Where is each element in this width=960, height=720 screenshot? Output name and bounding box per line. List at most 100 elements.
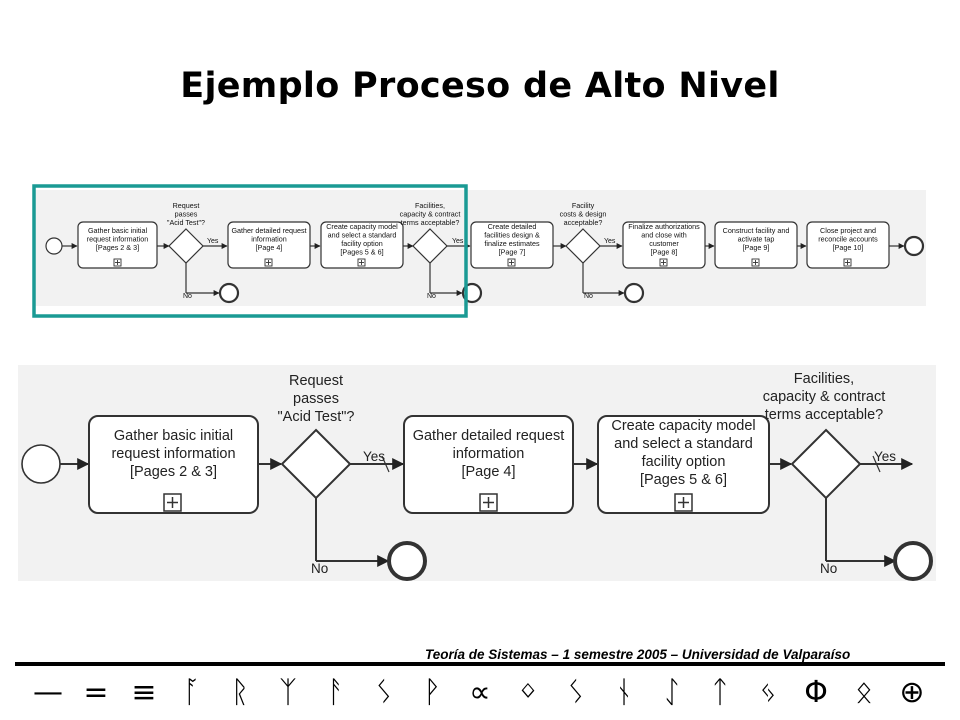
overview-no-label-2: No — [427, 293, 436, 300]
label-line: [Page 9] — [743, 243, 770, 252]
label-line: terms acceptable? — [401, 218, 460, 227]
detail-gateway-dg2-label: Facilities, capacity & contract terms acce… — [763, 371, 886, 423]
decorative-glyph: ᛜ — [519, 675, 537, 710]
label-line: [Pages 5 & 6] — [640, 472, 727, 488]
label-line: Request — [289, 373, 343, 389]
decorative-glyph: ᛇ — [663, 675, 681, 710]
zoom-highlight-frame — [32, 184, 468, 318]
label-line: Finalize authorizations — [628, 222, 700, 231]
label-line: [Pages 2 & 3] — [96, 243, 139, 252]
decorative-glyph: ᚨ — [327, 675, 345, 710]
label-line: and select a standard — [328, 231, 397, 240]
overview-end-event-1 — [218, 282, 240, 304]
detail-start-event — [21, 444, 61, 484]
label-line: [Pages 2 & 3] — [130, 464, 217, 480]
label-line: Gather detailed request — [413, 428, 565, 444]
decorative-glyph: ᚹ — [423, 675, 441, 710]
decorative-glyph: ᛊ — [375, 675, 393, 710]
overview-end-event-3 — [623, 282, 645, 304]
label-line: [Pages 5 & 6] — [340, 248, 383, 257]
decorative-glyph: Φ — [804, 675, 828, 710]
label-line: Create detailed — [488, 222, 537, 231]
label-line: [Page 10] — [833, 243, 864, 252]
label-line: Create capacity model — [326, 222, 398, 231]
overview-task-t6 — [714, 221, 798, 269]
overview-task-t7 — [806, 221, 890, 269]
label-line: Facilities, — [415, 201, 445, 210]
label-line: Close project and — [820, 226, 876, 235]
decorative-glyph: = — [83, 675, 108, 710]
label-line: facilities design & — [484, 231, 540, 240]
label-line: [Page 4] — [461, 464, 515, 480]
label-line: "Acid Test"? — [167, 218, 205, 227]
label-line: finalize estimates — [484, 239, 540, 248]
detail-yes-label-1: Yes — [363, 449, 385, 464]
footer-credit: Teoría de Sistemas – 1 semestre 2005 – U… — [425, 647, 851, 662]
decorative-glyph: ᛊ — [567, 675, 585, 710]
overview-task-t4 — [470, 221, 554, 269]
label-line: "Acid Test"? — [278, 409, 355, 425]
label-line: [Page 7] — [499, 248, 526, 257]
decorative-glyph: ⊕ — [899, 675, 924, 710]
decorative-glyph: ᛃ — [759, 675, 777, 710]
detail-gateway-dg1-label: Request passes "Acid Test"? — [278, 373, 355, 425]
overview-end-event-4 — [903, 235, 925, 257]
detail-end-event-2 — [893, 541, 933, 581]
overview-task-t1 — [77, 221, 158, 269]
detail-end-event-1 — [387, 541, 427, 581]
decorative-glyph: ∝ — [469, 675, 490, 710]
page-title: Ejemplo Proceso de Alto Nivel — [180, 66, 780, 106]
decorative-glyph: ᛏ — [711, 675, 729, 710]
label-line: passes — [293, 391, 339, 407]
label-line: terms acceptable? — [765, 407, 883, 423]
footer-rule — [15, 662, 945, 666]
label-line: Construct facility and — [723, 226, 790, 235]
overview-yes-label-1: Yes — [207, 238, 219, 245]
overview-no-label-3: No — [584, 293, 593, 300]
overview-diagram — [45, 221, 925, 304]
label-line: Request — [173, 201, 200, 210]
decorative-glyph: ≡ — [131, 675, 156, 710]
label-line: acceptable? — [564, 218, 603, 227]
detail-yes-label-2: Yes — [874, 449, 896, 464]
detail-no-label-1: No — [311, 561, 328, 576]
overview-start-event — [45, 237, 63, 255]
label-line: Gather basic initial — [88, 226, 148, 235]
label-line: information — [453, 446, 525, 462]
label-line: Facilities, — [794, 371, 854, 387]
label-line: Gather basic initial — [114, 428, 233, 444]
overview-yes-label-3: Yes — [604, 238, 616, 245]
decorative-glyph: ᚾ — [615, 675, 633, 710]
overview-task-t5 — [622, 221, 706, 269]
label-line: passes — [175, 210, 198, 219]
label-line: costs & design — [560, 210, 607, 219]
label-line: activate tap — [738, 235, 775, 244]
label-line: customer — [649, 239, 679, 248]
decorative-glyph: ᚪ — [183, 675, 201, 710]
label-line: reconcile accounts — [818, 235, 878, 244]
label-line: capacity & contract — [400, 210, 461, 219]
decorative-glyph: ᚱ — [231, 675, 249, 710]
decorative-glyph: ᛟ — [855, 675, 873, 710]
detail-flow-labels: Yes Yes No No — [311, 449, 896, 576]
label-line: facility option — [341, 239, 383, 248]
label-line: Create capacity model — [611, 418, 755, 434]
label-line: request information — [87, 235, 149, 244]
decorative-glyph: — — [33, 675, 63, 710]
overview-no-label-1: No — [183, 293, 192, 300]
label-line: capacity & contract — [763, 389, 886, 405]
overview-flow-labels: Yes Yes Yes No No No — [183, 238, 616, 300]
label-line: facility option — [642, 454, 726, 470]
